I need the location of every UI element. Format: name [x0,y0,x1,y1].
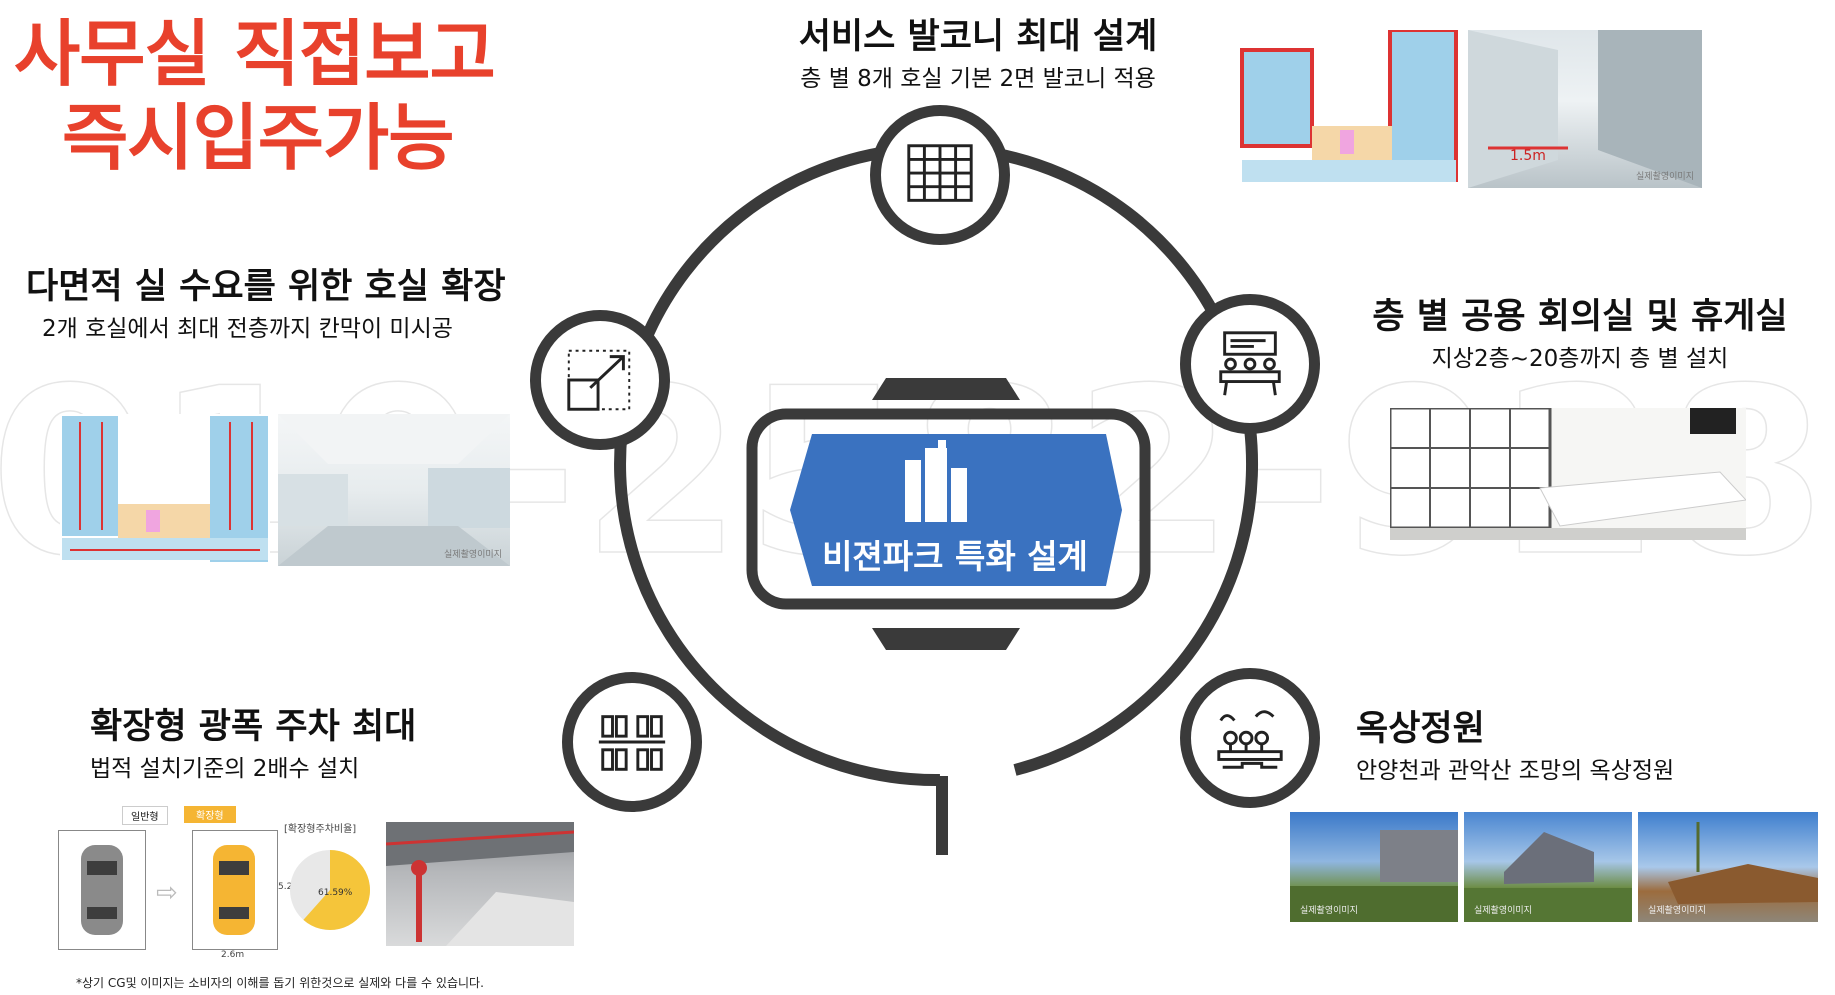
parking-subtitle: 법적 설치기준의 2배수 설치 [90,756,360,782]
headline-line-2: 즉시입주가능 [62,96,454,180]
rooftop-photo-1-tag: 실제촬영이미지 [1300,906,1358,916]
parking-icon-circle [562,672,702,812]
balcony-width-label: 1.5m [1510,148,1546,164]
arrow-right-icon: ⇨ [156,878,178,908]
balcony-photo: 1.5m 실제촬영이미지 [1468,30,1702,188]
expansion-office-photo: 실제촬영이미지 [278,414,510,566]
rooftop-photo-2-tag: 실제촬영이미지 [1474,906,1532,916]
rooftop-photo-3: 실제촬영이미지 [1638,812,1818,922]
expansion-caption: 다면적 실 수요를 위한 호실 확장 2개 호실에서 최대 전층까지 칸막이 미… [26,258,506,343]
gray-car-icon [81,845,123,935]
rooftop-subtitle: 안양천과 관악산 조망의 옥상정원 [1356,758,1675,784]
expansion-photo-tag: 실제촬영이미지 [444,550,502,560]
rooftop-icon-circle [1180,668,1320,808]
disclaimer-footnote: *상기 CG및 이미지는 소비자의 이해를 돕기 위한것으로 실제와 다를 수 … [76,976,484,990]
parking-ratio-value: 61.59% [318,888,353,898]
rooftop-photo-3-tag: 실제촬영이미지 [1648,906,1706,916]
meeting-room-photo [1390,408,1746,540]
balcony-photo-tag: 실제촬영이미지 [1636,172,1694,182]
building-icon [905,440,967,522]
expansion-title: 다면적 실 수요를 위한 호실 확장 [26,267,506,307]
balcony-floorplan-image [1240,30,1458,188]
meeting-caption: 층 별 공용 회의실 및 휴게실 지상2층~20층까지 층 별 설치 [1340,288,1820,373]
meeting-title: 층 별 공용 회의실 및 휴게실 [1372,297,1788,337]
parking-ratio-pie [290,850,370,930]
parking-wide-label: 확장형 [184,806,236,823]
parking-icon [598,715,666,771]
rooftop-garden-icon [1217,710,1283,769]
parking-illustration: 일반형 확장형 [확장형주차비율] ⇨ 2.6m 5.2m 61.59% [56,804,576,972]
balcony-subtitle: 층 별 8개 호실 기본 2면 발코니 적용 [800,66,1156,92]
parking-dim-length: 5.2m [278,882,302,892]
parking-normal-label: 일반형 [122,806,168,825]
balcony-title: 서비스 발코니 최대 설계 [798,17,1158,57]
parking-title: 확장형 광폭 주차 최대 [90,707,417,747]
expansion-icon-circle [530,310,670,450]
center-badge-label: 비젼파크 특화 설계 [822,537,1088,576]
meeting-icon-circle [1180,294,1320,434]
expansion-subtitle: 2개 호실에서 최대 전층까지 칸막이 미시공 [42,316,453,342]
rooftop-title: 옥상정원 [1356,709,1485,749]
wide-parking-space [192,830,278,950]
rooftop-photo-1: 실제촬영이미지 [1290,812,1458,922]
expand-arrow-icon [567,349,631,411]
meeting-subtitle: 지상2층~20층까지 층 별 설치 [1431,346,1729,372]
balcony-caption: 서비스 발코니 최대 설계 층 별 8개 호실 기본 2면 발코니 적용 [748,8,1208,93]
normal-parking-space [58,830,146,950]
expansion-floorplan-image [60,414,270,564]
yellow-car-icon [213,845,255,935]
headline: 사무실 직접보고 즉시입주가능 [14,12,496,180]
meeting-room-icon [1219,331,1281,396]
balcony-icon-circle [870,105,1010,245]
balcony-grid-icon [907,144,973,202]
parking-caption: 확장형 광폭 주차 최대 법적 설치기준의 2배수 설치 [90,698,416,783]
parking-garage-photo [386,822,574,946]
parking-ratio-slice [303,850,370,930]
rooftop-photo-2: 실제촬영이미지 [1464,812,1632,922]
parking-dim-width: 2.6m [221,950,245,960]
rooftop-caption: 옥상정원 안양천과 관악산 조망의 옥상정원 [1356,700,1674,785]
parking-ratio-label: [확장형주차비율] [284,824,357,835]
headline-line-1: 사무실 직접보고 [14,12,496,96]
